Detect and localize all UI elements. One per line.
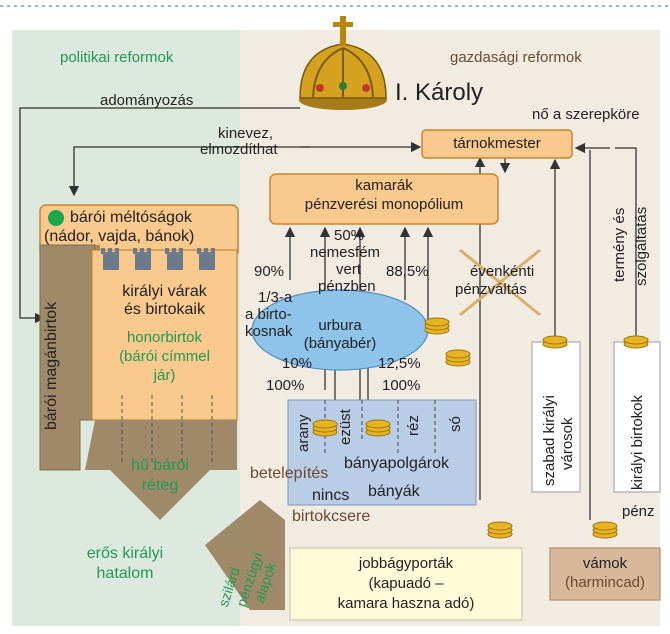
betelepites-label: betelepítés: [250, 465, 329, 482]
label-kinevez: kinevez,: [218, 125, 274, 142]
birtokcsere-label: birtokcsere: [292, 508, 371, 525]
crown-icon: [299, 16, 387, 110]
tarnokmester-label: tárnokmester: [453, 135, 541, 152]
vamok-box: [549, 547, 661, 601]
p90-label: 90%: [254, 263, 285, 280]
tarnokmester-box: [421, 129, 573, 159]
rez-label: réz: [405, 415, 422, 436]
political-heading: politikai reformok: [60, 49, 174, 66]
baroi-label-1: bárói méltóságok: [70, 209, 192, 226]
baroi-cimmel-label: (bárói címmel: [119, 348, 210, 365]
nemesfem-label: nemesfém: [310, 244, 381, 261]
szilard-arrow: [205, 500, 285, 610]
mines-box: [287, 399, 477, 506]
banyaber-label: (bányabér): [303, 335, 377, 352]
economic-heading: gazdasági reformok: [450, 49, 582, 66]
label-adomanyozas: adományozás: [100, 92, 194, 109]
evenkenti-label: évenkénti: [470, 263, 535, 280]
varosok-box: [531, 341, 581, 493]
kamarak-label: kamarák: [355, 177, 413, 194]
banyak-label: bányák: [368, 483, 420, 500]
p125-label: 12,5%: [378, 355, 421, 372]
p100a-label: 100%: [266, 377, 305, 394]
coin-stack-icon: [312, 317, 649, 539]
arany-label: arany: [295, 414, 312, 452]
castles-panel: [91, 249, 238, 421]
egyharmad-label: 1/3-a: [258, 289, 293, 306]
kamarak-box: [269, 173, 499, 225]
p100b-label: 100%: [382, 377, 421, 394]
p885-label: 88,5%: [386, 263, 429, 280]
jobbagy-box: [289, 547, 523, 621]
a-birto-label: a birto-: [245, 306, 292, 323]
banyapolgarok-label: bányapolgárok: [344, 455, 449, 472]
kiralyi-birtokok-box: [613, 341, 661, 493]
jobbagy-label-3: kamara haszna adó): [337, 595, 475, 612]
tower-icon: [101, 248, 215, 270]
jobbagy-label-1: jobbágyporták: [358, 555, 454, 572]
hu-baroi-label: hű bárói: [131, 457, 189, 474]
baroi-maganbirtok-label: bárói magánbirtok: [43, 301, 60, 430]
hatalom-label: hatalom: [96, 565, 154, 582]
kosnak-label: kosnak: [245, 323, 293, 340]
penzvaltas-label: pénzváltás: [455, 281, 527, 298]
green-dot-icon: [48, 210, 64, 226]
nincs-label: nincs: [312, 487, 350, 504]
eros-kiralyi-label: erős királyi: [86, 545, 164, 562]
ruler-name: I. Károly: [395, 79, 484, 106]
jar-label: jár): [153, 367, 176, 384]
es-birtokaik-label: és birtokaik: [124, 301, 205, 318]
kiralyi-varak-label: királyi várak: [122, 283, 207, 300]
so-label: só: [447, 416, 464, 432]
p50-label: 50%: [334, 227, 365, 244]
penz-label: pénz: [622, 503, 655, 520]
urbura-label: urbura: [318, 317, 362, 334]
penzveresi-label: pénzverési monopólium: [304, 196, 464, 213]
honorbirtok-label: honorbirtok: [126, 329, 203, 346]
reteg-label: réteg: [141, 477, 179, 494]
vert-label: vert: [336, 261, 362, 278]
label-elmozdithat: elmozdíthat: [200, 141, 278, 158]
ezust-label: ezüst: [337, 409, 354, 445]
p10-label: 10%: [282, 355, 313, 372]
varosok-label: városok: [559, 417, 576, 470]
label-no-szerepkore: nő a szerepköre: [532, 106, 640, 123]
vamok-label: vámok: [582, 555, 628, 572]
harmincad-label: (harmincad): [564, 574, 646, 591]
kiralyi-birtokok-label: királyi birtokok: [629, 394, 646, 490]
penzben-label: pénzben: [318, 278, 376, 295]
termeny-label: termény és: [611, 207, 628, 282]
baroi-label-2: (nádor, vajda, bánok): [44, 228, 195, 245]
szolgaltatas-label: szolgáltatás: [633, 206, 650, 286]
jobbagy-label-2: (kapuadó –: [368, 575, 444, 592]
szabad-kiralyi-label: szabad királyi: [541, 395, 558, 486]
hu-baroi-arrow: [85, 420, 237, 520]
